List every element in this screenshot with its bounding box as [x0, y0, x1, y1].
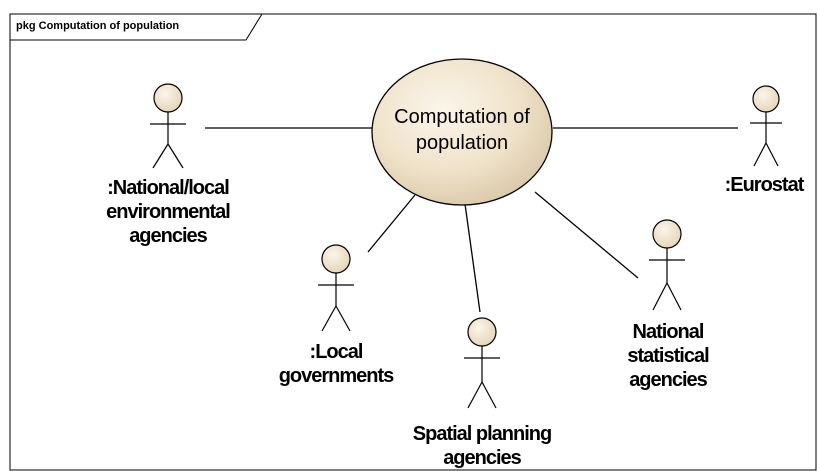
use-case-label-line2: population	[415, 132, 509, 154]
actor-spatial-planning-icon[interactable]	[464, 317, 500, 409]
use-case-label: Computation of population	[372, 104, 552, 156]
actor-eurostat-label: :Eurostat	[724, 174, 805, 196]
actor-local-governments-icon[interactable]	[318, 244, 354, 332]
association-local-gov	[367, 194, 416, 253]
actor-local-governments-label: :Local governments	[278, 341, 395, 387]
actor-spatial-planning-label: Spatial planning agencies	[412, 423, 552, 469]
associations	[205, 127, 738, 313]
package-name: Computation of population	[38, 20, 180, 32]
package-frame	[9, 13, 817, 471]
association-national-stat	[534, 191, 639, 279]
actor-national-statistical-icon[interactable]	[649, 219, 685, 311]
actor-eurostat-icon[interactable]	[750, 85, 782, 167]
use-case-label-line1: Computation of	[394, 106, 530, 128]
use-case-computation-of-population[interactable]	[371, 58, 553, 206]
association-spatial	[464, 203, 481, 313]
package-label: pkg Computation of population	[16, 20, 179, 32]
package-keyword: pkg	[16, 20, 36, 32]
actor-national-local-icon[interactable]	[150, 83, 186, 169]
actor-national-local-label: :National/local environmental agencies	[106, 177, 231, 247]
actor-national-statistical-label: National statistical agencies	[627, 321, 709, 391]
